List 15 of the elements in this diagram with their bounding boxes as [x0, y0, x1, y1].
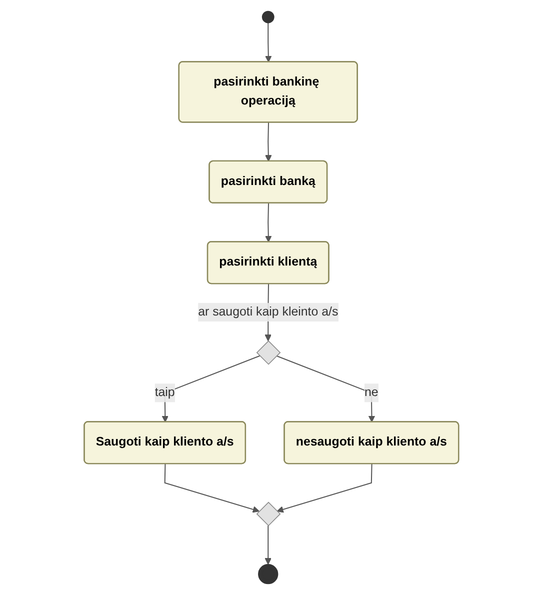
- arrow: [162, 355, 260, 422]
- node-circle: [258, 564, 278, 584]
- arrow: [164, 464, 260, 513]
- edge-label: ar saugoti kaip kleinto a/s: [198, 305, 338, 318]
- arrow: [264, 526, 272, 565]
- arrow: [276, 355, 376, 422]
- arrow: [265, 203, 272, 242]
- arrow: [265, 22, 272, 62]
- arrow: [265, 122, 272, 162]
- edge-label: ne: [364, 386, 378, 400]
- node-diamond: [256, 340, 281, 365]
- arrow: [276, 464, 372, 513]
- node-circle: [262, 10, 274, 24]
- edge-label: taip: [154, 386, 175, 400]
- node-diamond: [256, 502, 281, 526]
